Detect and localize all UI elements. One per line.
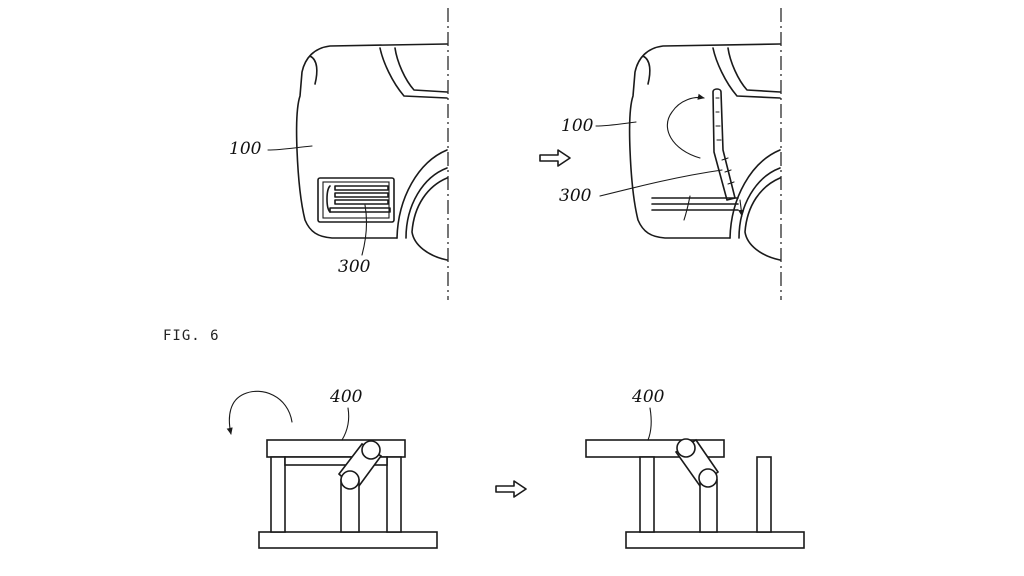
hollow-right-arrow-icon (539, 149, 571, 167)
hollow-right-arrow-icon (495, 480, 527, 498)
seat-reference-label: 300 (559, 186, 592, 206)
figure-label: FIG. 6 (163, 328, 220, 344)
vehicle-reference-label: 100 (229, 139, 262, 159)
vehicle-reference-label: 100 (561, 116, 594, 136)
frame-reference-label: 400 (631, 387, 665, 407)
frame-reference-label: 400 (329, 387, 363, 407)
seat-reference-label: 300 (338, 257, 371, 277)
frame-unfolded-view (585, 407, 805, 549)
frame-folded-view (226, 390, 438, 549)
vehicle-stowed-view (267, 8, 449, 300)
vehicle-deployed-view (595, 8, 782, 300)
